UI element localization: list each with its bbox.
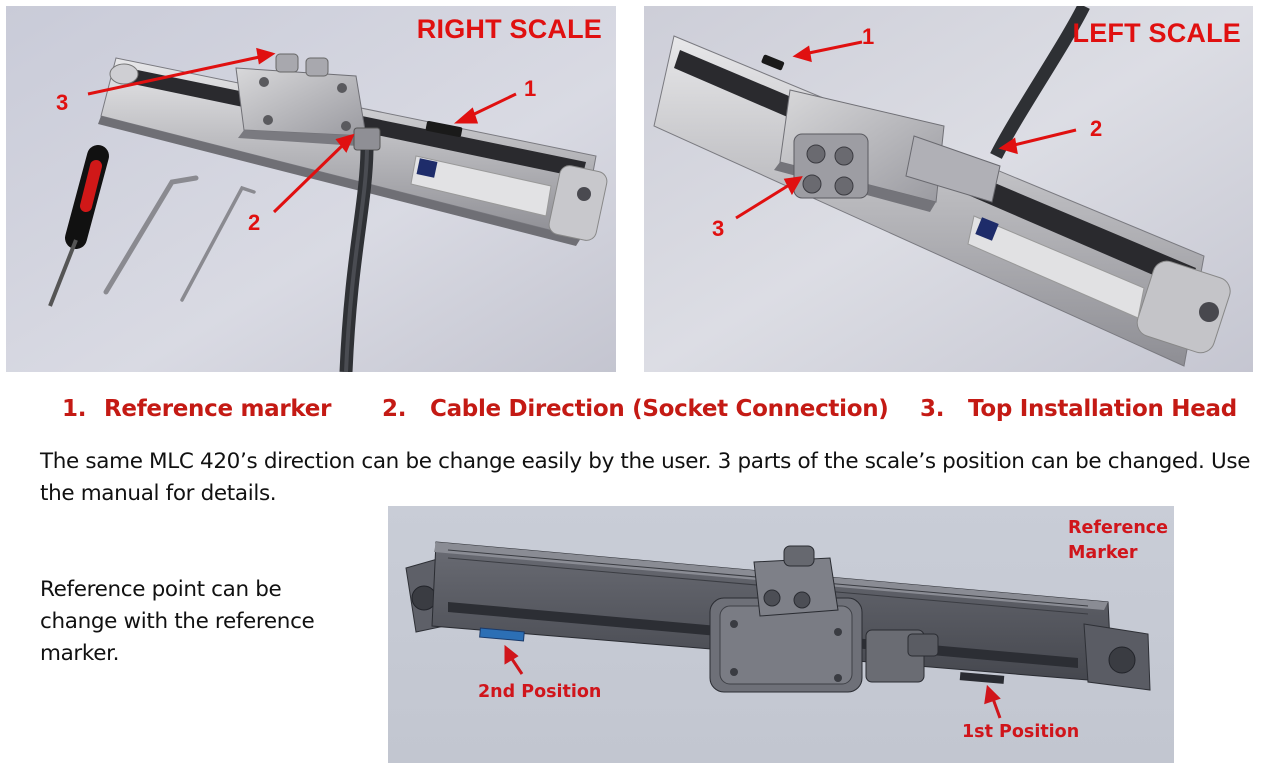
legend-item-cable-direction: 2. Cable Direction (Socket Connection) bbox=[382, 396, 889, 422]
cad-render: Reference Marker 2nd Position 1st Positi… bbox=[388, 506, 1174, 763]
legend-label: Cable Direction (Socket Connection) bbox=[430, 396, 889, 422]
reference-point-paragraph: Reference point can be change with the r… bbox=[40, 577, 315, 666]
right-scale-illustration bbox=[6, 6, 616, 372]
right-scale-photo: RIGHT SCALE 1 2 3 bbox=[6, 6, 616, 372]
cad-illustration bbox=[388, 506, 1174, 763]
cad-position-arrows bbox=[504, 644, 1002, 719]
left-callout-2: 2 bbox=[1090, 116, 1103, 141]
left-scale-photo: LEFT SCALE 1 2 3 bbox=[644, 6, 1253, 372]
description-paragraph: The same MLC 420’s direction can be chan… bbox=[40, 449, 1251, 506]
legend-number: 2. bbox=[382, 396, 407, 422]
right-callout-2: 2 bbox=[248, 210, 261, 235]
left-scale-title: LEFT SCALE bbox=[1072, 18, 1241, 48]
legend-number: 3. bbox=[920, 396, 945, 422]
left-scale-arrows bbox=[735, 40, 1077, 220]
cad-first-position-label: 1st Position bbox=[962, 722, 1080, 742]
right-callout-1: 1 bbox=[524, 76, 537, 101]
right-scale-title: RIGHT SCALE bbox=[416, 14, 602, 44]
cad-second-position-label: 2nd Position bbox=[478, 682, 602, 702]
left-callout-3: 3 bbox=[712, 216, 725, 241]
legend-item-top-installation-head: 3. Top Installation Head bbox=[920, 396, 1237, 422]
right-scale-arrows bbox=[87, 47, 517, 214]
cad-reference-marker-label: Reference Marker bbox=[1068, 518, 1169, 563]
left-scale-illustration bbox=[644, 6, 1253, 372]
left-callout-1: 1 bbox=[862, 24, 875, 49]
legend-item-reference-marker: 1. Reference marker bbox=[62, 396, 331, 422]
right-callout-3: 3 bbox=[56, 90, 69, 115]
legend-label: Top Installation Head bbox=[968, 396, 1237, 422]
legend-number: 1. bbox=[62, 396, 87, 422]
legend-label: Reference marker bbox=[104, 396, 332, 422]
